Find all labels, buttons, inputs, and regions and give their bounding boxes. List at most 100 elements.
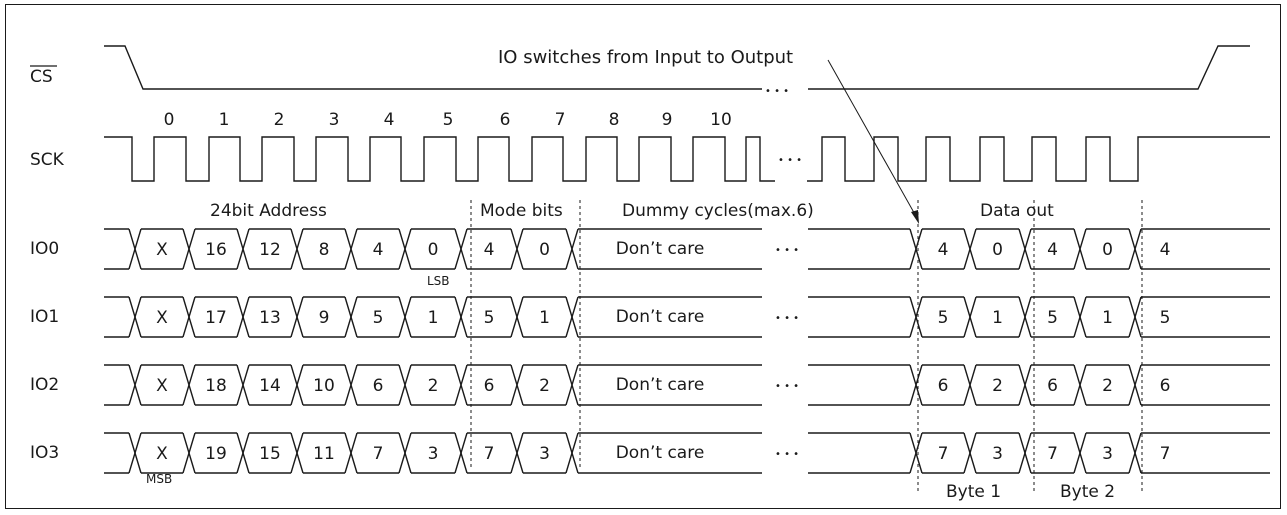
bus-crossing [510,228,524,270]
data-value: 4 [1160,240,1171,260]
bus-crossing [290,228,304,270]
bus-crossing [454,432,468,474]
clock-number-4: 4 [384,110,395,130]
data-value: 7 [938,444,949,464]
bus-crossing [1018,432,1032,474]
bus-crossing [290,296,304,338]
bus-crossing [909,228,923,270]
bus-value: 18 [205,376,227,396]
bus-crossing [963,228,977,270]
clock-number-8: 8 [609,110,620,130]
clock-number-3: 3 [329,110,340,130]
bus-crossing [398,432,412,474]
cs-label: CS [30,67,53,87]
bus-crossing [182,296,196,338]
bus-crossing [454,228,468,270]
bus-crossing [565,228,579,270]
bus-value: X [156,308,168,328]
bus-crossing [909,296,923,338]
data-value: 7 [1047,444,1058,464]
bus-crossing [454,364,468,406]
bus-value: 9 [319,308,330,328]
bus-value: 8 [319,240,330,260]
bus-value: 4 [484,240,495,260]
data-value: 5 [1160,308,1171,328]
bus-crossing [510,364,524,406]
bus-crossing [963,296,977,338]
bus-value: 2 [539,376,550,396]
data-value: 1 [1102,308,1113,328]
bus-value: 5 [484,308,495,328]
bus-value: 14 [259,376,281,396]
phase-separators [470,200,1143,492]
bus-value: 16 [205,240,227,260]
clock-number-6: 6 [500,110,511,130]
bus-value: 2 [428,376,439,396]
diagram-frame [5,4,1281,509]
bus-crossing [236,228,250,270]
bus-value: X [156,444,168,464]
annotation-arrow-head [911,210,919,224]
bus-crossing [565,364,579,406]
bus-crossing [344,364,358,406]
bus-crossing [454,296,468,338]
bus-crossing [236,432,250,474]
byte-1-label: Byte 1 [946,482,1001,502]
data-value: 5 [938,308,949,328]
bus-value: 0 [428,240,439,260]
phase-data-label: Data out [980,201,1054,221]
bus-value: 17 [205,308,227,328]
clock-number-2: 2 [274,110,285,130]
bus-crossing [398,296,412,338]
bus-value: 4 [373,240,384,260]
annotation-arrow-line [827,59,918,219]
clock-number-7: 7 [555,110,566,130]
bus-crossing [398,364,412,406]
lsb-label: LSB [427,274,450,288]
data-value: 1 [992,308,1003,328]
bus-crossing [1128,364,1142,406]
bus-crossing [344,432,358,474]
bus-value: 1 [539,308,550,328]
clock-number-5: 5 [443,110,454,130]
bus-crossing [290,364,304,406]
bus-value: 6 [373,376,384,396]
bus-crossing [1073,296,1087,338]
bus-value: X [156,376,168,396]
bus-value: 6 [484,376,495,396]
bus-crossing [236,364,250,406]
bus-crossing [510,296,524,338]
bus-ellipsis: • • • [775,313,799,324]
bus-value: 13 [259,308,281,328]
bus-value: 3 [539,444,550,464]
bus-crossing [1018,228,1032,270]
data-value: 4 [938,240,949,260]
bus-crossing [565,296,579,338]
bus-crossing [1018,296,1032,338]
sck-label: SCK [30,150,65,170]
bus-crossing [1018,364,1032,406]
bus-value: 19 [205,444,227,464]
bus-crossing [128,432,142,474]
bus-crossing [398,228,412,270]
sck-waveform-end [807,136,1270,182]
data-value: 7 [1160,444,1171,464]
bus-crossing [963,432,977,474]
phase-mode-label: Mode bits [480,201,563,221]
byte-2-label: Byte 2 [1060,482,1115,502]
clock-number-10: 10 [710,110,732,130]
bus-ellipsis: • • • [775,381,799,392]
bus-crossing [128,364,142,406]
dont-care-label: Don’t care [616,307,705,327]
bus-crossing [236,296,250,338]
bus-value: 10 [313,376,335,396]
sck-waveform [104,136,775,182]
clock-numbers: 0 1 2 3 4 5 6 7 8 9 10 [164,110,732,130]
bus-crossing [1128,296,1142,338]
phase-address-label: 24bit Address [210,201,327,221]
bus-crossing [344,296,358,338]
dont-care-label: Don’t care [616,443,705,463]
